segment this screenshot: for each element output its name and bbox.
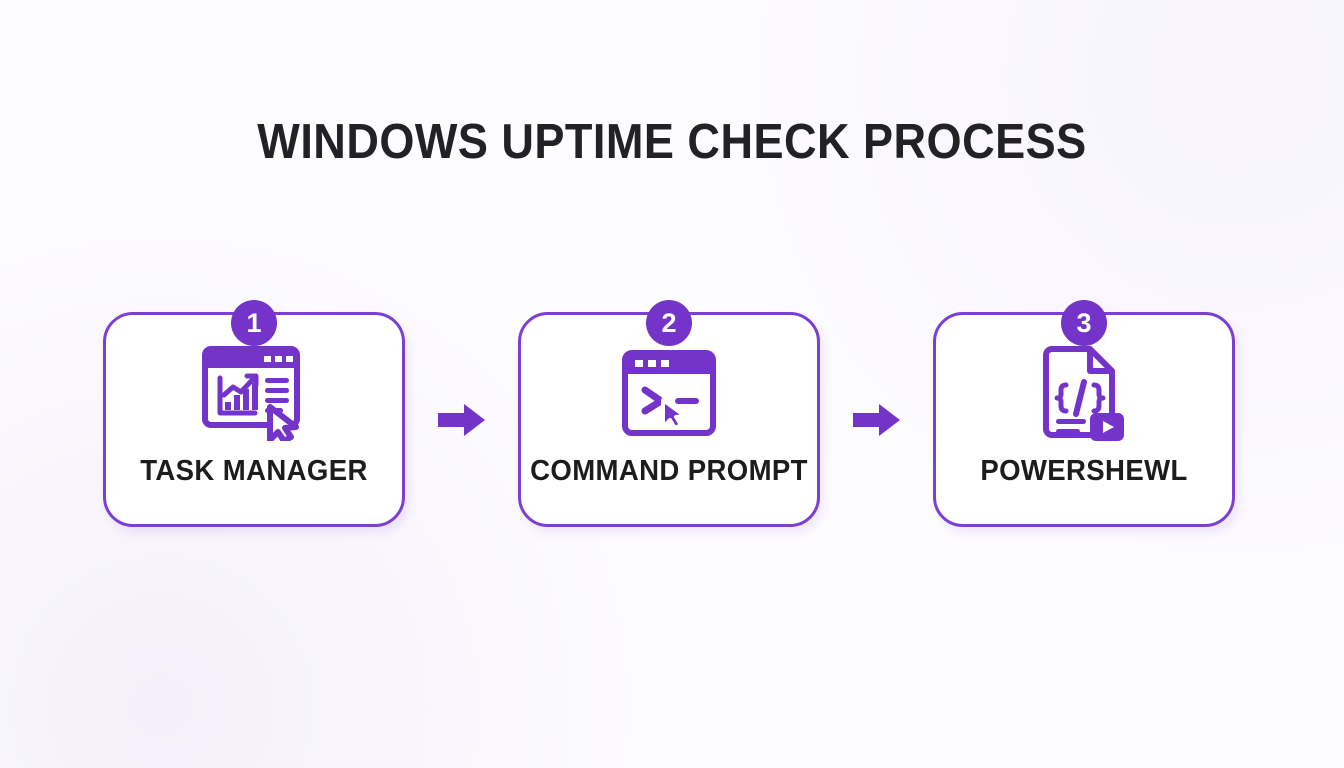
process-step-3[interactable]: 3 POWE [933, 300, 1235, 527]
connector-2 [820, 300, 933, 527]
step-label-3: POWERSHEWL [980, 455, 1188, 487]
connector-1 [405, 300, 518, 527]
arrow-right-icon [852, 403, 900, 436]
step-number-badge-2: 2 [646, 300, 692, 346]
process-flow: 1 [103, 300, 1241, 540]
step-label-2: COMMAND PROMPT [530, 455, 808, 487]
arrow-right-icon [437, 403, 485, 436]
step-number-badge-1: 1 [231, 300, 277, 346]
process-step-1[interactable]: 1 [103, 300, 405, 527]
process-step-2[interactable]: 2 COMM [518, 300, 820, 527]
terminal-window-icon [622, 350, 716, 436]
script-document-play-icon [1043, 346, 1124, 441]
step-icon-2-wrap [518, 342, 820, 444]
step-label-1: TASK MANAGER [140, 455, 368, 487]
task-manager-chart-window-icon [202, 346, 300, 441]
step-icon-1-wrap [103, 342, 405, 444]
step-number-badge-3: 3 [1061, 300, 1107, 346]
page-title: WINDOWS UPTIME CHECK PROCESS [257, 115, 1087, 169]
step-icon-3-wrap [933, 342, 1235, 444]
